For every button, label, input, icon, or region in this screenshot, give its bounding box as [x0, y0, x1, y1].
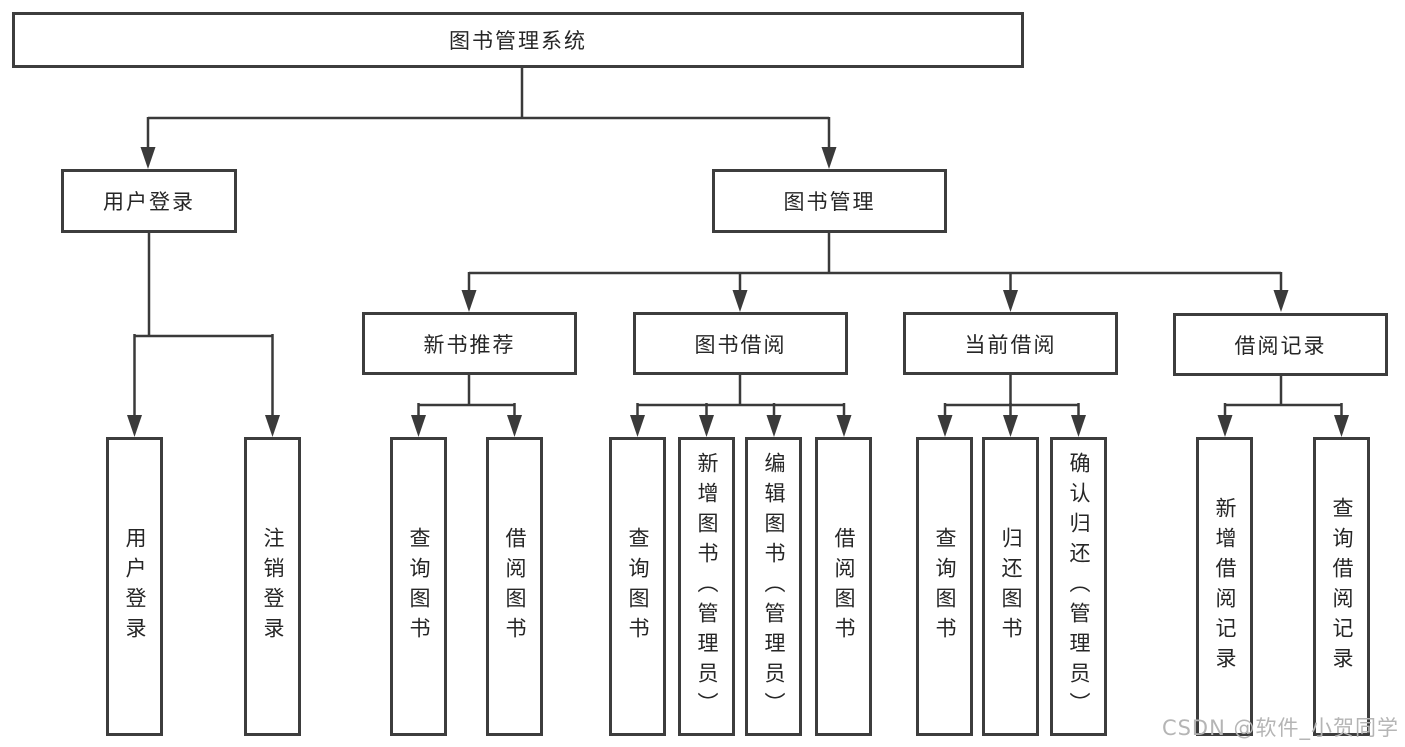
- leaf-return-books: 归还图书: [982, 437, 1039, 736]
- node-label: 注销登录: [261, 526, 285, 647]
- node-label: 确认归还（管理员）: [1067, 451, 1091, 722]
- leaf-borrow-books-recommend: 借阅图书: [486, 437, 543, 736]
- leaf-query-books-borrow: 查询图书: [609, 437, 666, 736]
- node-current-borrow: 当前借阅: [903, 312, 1118, 375]
- leaf-user-login: 用户登录: [106, 437, 163, 736]
- node-label: 图书管理系统: [449, 29, 587, 53]
- leaf-add-borrow-record: 新增借阅记录: [1196, 437, 1253, 736]
- node-label: 查询借阅记录: [1330, 496, 1354, 677]
- node-label: 新增借阅记录: [1213, 496, 1237, 677]
- leaf-edit-books-admin: 编辑图书（管理员）: [745, 437, 802, 736]
- node-label: 归还图书: [999, 526, 1023, 647]
- node-label: 新增图书（管理员）: [695, 451, 719, 722]
- node-label: 借阅图书: [832, 526, 856, 647]
- node-label: 查询图书: [407, 526, 431, 647]
- node-label: 图书管理: [783, 190, 876, 214]
- leaf-add-books-admin: 新增图书（管理员）: [678, 437, 735, 736]
- node-borrow-record: 借阅记录: [1173, 313, 1388, 376]
- csdn-watermark: CSDN @软件_小贺同学: [1161, 716, 1399, 740]
- node-user-login: 用户登录: [61, 169, 237, 233]
- node-book-management: 图书管理: [712, 169, 947, 233]
- node-label: 新书推荐: [423, 332, 516, 357]
- node-label: 图书借阅: [694, 332, 787, 357]
- node-label: 查询图书: [626, 526, 650, 647]
- leaf-borrow-books: 借阅图书: [815, 437, 872, 736]
- leaf-query-borrow-record: 查询借阅记录: [1313, 437, 1370, 736]
- leaf-confirm-return-admin: 确认归还（管理员）: [1050, 437, 1107, 736]
- node-label: 查询图书: [933, 526, 957, 647]
- node-label: 编辑图书（管理员）: [762, 451, 786, 722]
- node-label: 当前借阅: [964, 332, 1057, 357]
- node-new-book-recommend: 新书推荐: [362, 312, 577, 375]
- leaf-logout: 注销登录: [244, 437, 301, 736]
- node-label: 借阅记录: [1234, 333, 1327, 358]
- leaf-query-books-recommend: 查询图书: [390, 437, 447, 736]
- node-label: 用户登录: [123, 526, 147, 647]
- node-label: 借阅图书: [503, 526, 527, 647]
- node-label: 用户登录: [103, 190, 195, 214]
- node-book-borrow: 图书借阅: [633, 312, 848, 375]
- node-root-library-system: 图书管理系统: [12, 12, 1024, 68]
- leaf-query-books-current: 查询图书: [916, 437, 973, 736]
